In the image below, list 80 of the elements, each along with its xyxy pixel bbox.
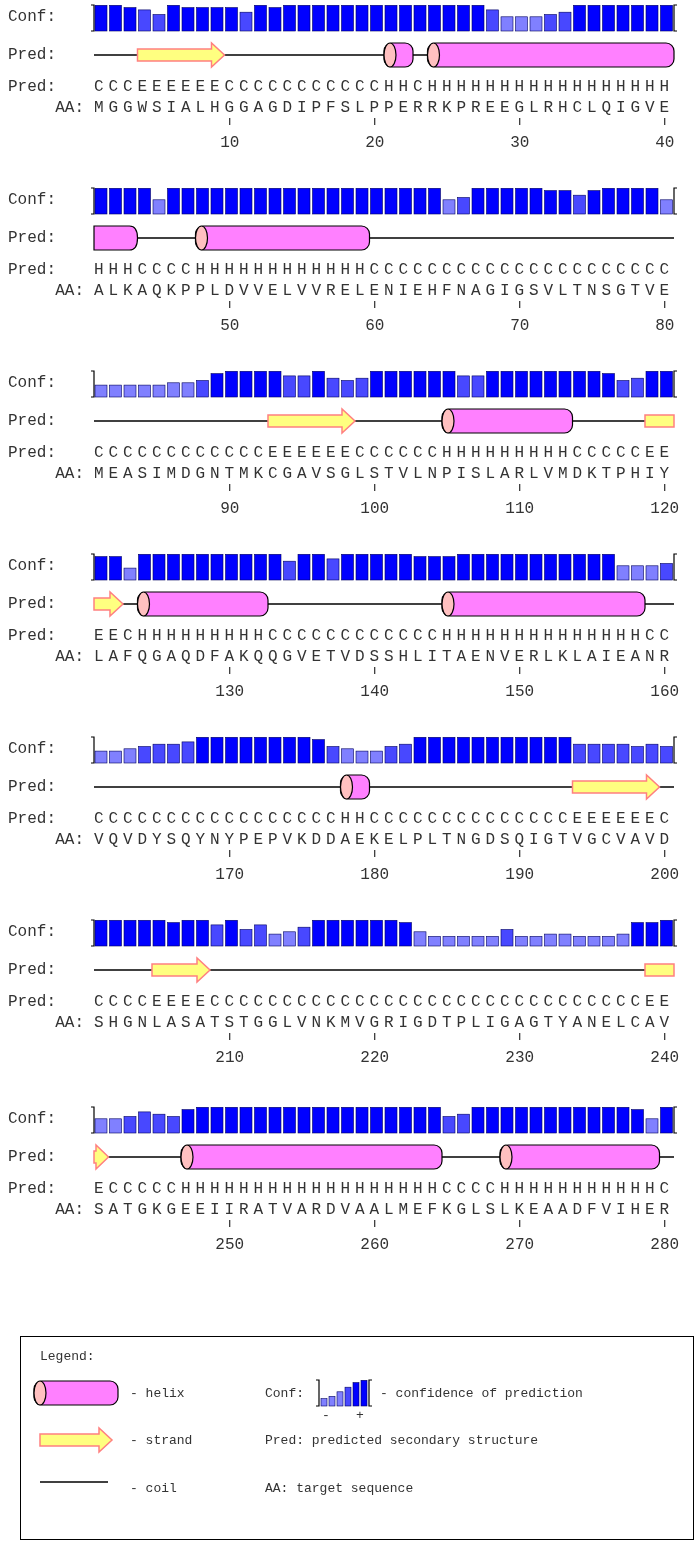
aa-label: AA: bbox=[55, 465, 84, 483]
position-number: 110 bbox=[504, 500, 536, 518]
prediction-sequence: HHHCCCCHHHHHHHHHHHHCCCCCCCCCCCCCCCCCCCCC bbox=[94, 261, 675, 279]
aa-label: AA: bbox=[55, 1014, 84, 1032]
position-number: 160 bbox=[649, 683, 681, 701]
position-number: 250 bbox=[214, 1236, 246, 1254]
pred-label: Pred: bbox=[8, 993, 56, 1011]
position-number: 30 bbox=[509, 134, 531, 152]
prediction-sequence: CCCEEEEEECCCCCCCCCCCHHCHHHHHHHHHHHHHHHHH bbox=[94, 78, 675, 96]
amino-acid-sequence: MEASIMDGNTMKCGAVSGLSTVLNPISLARLVMDKTPHIY bbox=[94, 465, 675, 483]
position-number: 270 bbox=[504, 1236, 536, 1254]
conf-label: Conf: bbox=[265, 1385, 304, 1403]
plus-sign: + bbox=[356, 1407, 364, 1425]
conf-label: Conf: bbox=[8, 557, 56, 575]
position-number: 90 bbox=[219, 500, 241, 518]
position-number: 60 bbox=[364, 317, 386, 335]
pred-label: Pred: bbox=[8, 961, 56, 979]
pred-label: Pred: bbox=[8, 78, 56, 96]
position-number: 50 bbox=[219, 317, 241, 335]
pred-label: Pred: bbox=[8, 595, 56, 613]
position-number: 220 bbox=[359, 1049, 391, 1067]
aa-label: AA: bbox=[55, 1201, 84, 1219]
pred-label: Pred: bbox=[8, 1148, 56, 1166]
conf-label: Conf: bbox=[8, 8, 56, 26]
legend-text: - helix bbox=[130, 1385, 185, 1403]
aa-label: AA: bbox=[55, 648, 84, 666]
conf-label: Conf: bbox=[8, 374, 56, 392]
prediction-sequence: EECHHHHHHHHHCCCCCCCCCCCCHHHHHHHHHHHHHHCC bbox=[94, 627, 675, 645]
position-number: 260 bbox=[359, 1236, 391, 1254]
position-number: 140 bbox=[359, 683, 391, 701]
position-number: 150 bbox=[504, 683, 536, 701]
conf-label: Conf: bbox=[8, 923, 56, 941]
aa-label: AA: bbox=[55, 831, 84, 849]
legend-text: - strand bbox=[130, 1432, 193, 1450]
conf-label: Conf: bbox=[8, 191, 56, 209]
position-number: 200 bbox=[649, 866, 681, 884]
position-number: 80 bbox=[654, 317, 676, 335]
prediction-sequence: CCCCCCCCCCCCEEEEEECCCCCCHHHHHHHHHCCCCCEE bbox=[94, 444, 675, 462]
position-number: 100 bbox=[359, 500, 391, 518]
position-number: 240 bbox=[649, 1049, 681, 1067]
minus-sign: - bbox=[322, 1407, 330, 1425]
amino-acid-sequence: ALKAQKPPLDVVELVVRELENIEHFNAGIGSVLTNSGTVE bbox=[94, 282, 675, 300]
position-number: 180 bbox=[359, 866, 391, 884]
position-number: 10 bbox=[219, 134, 241, 152]
position-number: 130 bbox=[214, 683, 246, 701]
prediction-sequence: CCCCCCCCCCCCCCCCCHHCCCCCCCCCCCCCCEEEEEEC bbox=[94, 810, 675, 828]
position-number: 70 bbox=[509, 317, 531, 335]
position-number: 190 bbox=[504, 866, 536, 884]
position-number: 230 bbox=[504, 1049, 536, 1067]
prediction-sequence: CCCCEEEECCCCCCCCCCCCCCCCCCCCCCCCCCCCCCEE bbox=[94, 993, 675, 1011]
amino-acid-sequence: LAFQGAQDFAKQQGVETVDSSHLITAENVERLKLAIEANR bbox=[94, 648, 675, 666]
position-number: 120 bbox=[649, 500, 681, 518]
amino-acid-sequence: VQVDYSQYNYPEPVKDDAEKELPLTNGDSQIGTVGCVAVD bbox=[94, 831, 675, 849]
conf-label: Conf: bbox=[8, 1110, 56, 1128]
pred-label: Pred: bbox=[8, 444, 56, 462]
pred-label: Pred: bbox=[8, 1180, 56, 1198]
legend-text: AA: target sequence bbox=[265, 1480, 414, 1498]
prediction-sequence: ECCCCCHHHHHHHHHHHHHHHHHHCCCCHHHHHHHHHHHC bbox=[94, 1180, 675, 1198]
legend-title: Legend: bbox=[40, 1348, 95, 1366]
legend-text: - coil bbox=[130, 1480, 177, 1498]
position-number: 280 bbox=[649, 1236, 681, 1254]
legend-text: Pred: predicted secondary structure bbox=[265, 1432, 539, 1450]
pred-label: Pred: bbox=[8, 46, 56, 64]
pred-label: Pred: bbox=[8, 778, 56, 796]
aa-label: AA: bbox=[55, 282, 84, 300]
position-number: 170 bbox=[214, 866, 246, 884]
pred-label: Pred: bbox=[8, 810, 56, 828]
aa-label: AA: bbox=[55, 99, 84, 117]
position-number: 20 bbox=[364, 134, 386, 152]
pred-label: Pred: bbox=[8, 261, 56, 279]
position-number: 210 bbox=[214, 1049, 246, 1067]
position-number: 40 bbox=[654, 134, 676, 152]
amino-acid-sequence: MGGWSIALHGGAGDIPFSLPPERRKPREEGLRHCLQIGVE bbox=[94, 99, 675, 117]
pred-label: Pred: bbox=[8, 412, 56, 430]
pred-label: Pred: bbox=[8, 229, 56, 247]
legend-text: - confidence of prediction bbox=[380, 1385, 583, 1403]
conf-label: Conf: bbox=[8, 740, 56, 758]
amino-acid-sequence: SHGNLASATSTGGLVNKMVGRIGDTPLIGAGTYANELCAV bbox=[94, 1014, 675, 1032]
amino-acid-sequence: SATGKGEEIIRATVARDVAALMEFKGLSLKEAADFVIHER bbox=[94, 1201, 675, 1219]
pred-label: Pred: bbox=[8, 627, 56, 645]
